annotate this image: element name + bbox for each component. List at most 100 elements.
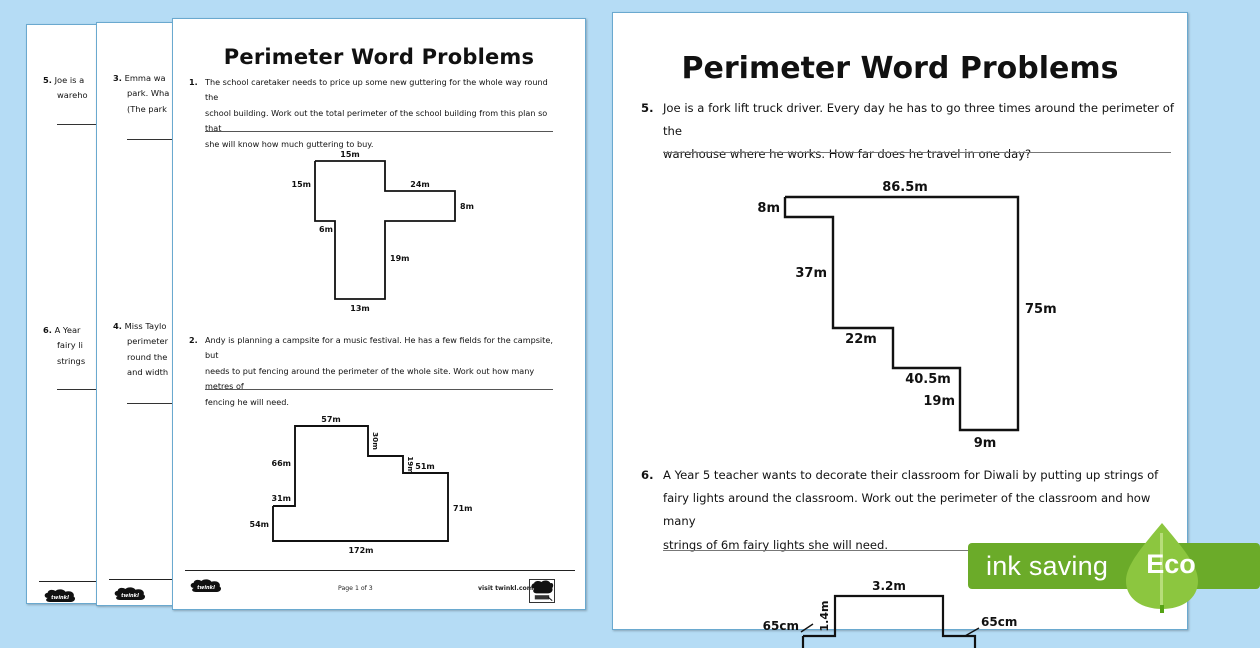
question-line: and width bbox=[127, 367, 169, 378]
label-left: 65cm bbox=[763, 619, 799, 633]
partial-page-left-body: 5. Joe is a wareho 6. A Year fairy li st… bbox=[37, 25, 163, 603]
question-number: 1. bbox=[189, 77, 198, 87]
question-line: fencing he will need. bbox=[205, 396, 289, 407]
page-number-label: Page 1 of 3 bbox=[338, 585, 373, 592]
leaf-icon bbox=[1118, 521, 1206, 613]
visit-url-label: visit twinkl.com bbox=[478, 585, 534, 592]
partial-question-5: 5. Joe is a wareho bbox=[43, 73, 88, 104]
label-step1: 30m bbox=[371, 432, 380, 450]
question-number: 5. bbox=[43, 75, 52, 85]
footer-rule bbox=[185, 570, 575, 571]
question-line: perimeter bbox=[127, 336, 169, 347]
question-1: 1. The school caretaker needs to price u… bbox=[189, 75, 553, 152]
question-line: she will know how much guttering to buy. bbox=[205, 138, 374, 149]
label-bottom: 172m bbox=[348, 546, 373, 555]
question-line: fairy li bbox=[57, 340, 83, 351]
label-top: 3.2m bbox=[872, 579, 906, 593]
label-left-ledge: 31m bbox=[272, 494, 291, 503]
question-2: 2. Andy is planning a campsite for a mus… bbox=[189, 333, 553, 410]
partial-question-6: 6. A Year fairy li strings bbox=[43, 323, 85, 369]
twinkl-badge bbox=[529, 579, 555, 603]
question-line: park. Wha bbox=[127, 88, 170, 99]
question-5: 5. Joe is a fork lift truck driver. Ever… bbox=[641, 97, 1175, 167]
answer-rule-5 bbox=[663, 152, 1171, 153]
label-right-end: 8m bbox=[460, 202, 474, 211]
svg-text:twinkl: twinkl bbox=[51, 595, 69, 601]
question-line: Emma wa bbox=[124, 73, 166, 83]
question-number: 6. bbox=[641, 468, 654, 482]
question-line: fairy lights around the classroom. Work … bbox=[663, 491, 1151, 529]
label-left-drop: 37m bbox=[795, 266, 827, 281]
question-line: warehouse where he works. How far does h… bbox=[663, 147, 1032, 162]
label-step-c: 19m bbox=[923, 394, 955, 409]
ink-saving-label: ink saving bbox=[986, 551, 1109, 581]
eco-label: Eco bbox=[1146, 549, 1196, 579]
question-number: 5. bbox=[641, 101, 654, 115]
label-left-short: 54m bbox=[250, 520, 269, 529]
footer-rule bbox=[39, 581, 101, 582]
label-bottom: 9m bbox=[974, 436, 997, 451]
question-line: strings of 6m fairy lights she will need… bbox=[663, 537, 889, 552]
label-bottom: 13m bbox=[350, 304, 369, 313]
ink-saving-eco-banner: ink saving Eco bbox=[968, 523, 1260, 613]
label-inner-right: 19m bbox=[390, 254, 409, 263]
svg-text:twinkl: twinkl bbox=[121, 593, 139, 599]
twinkl-logo: twinkl bbox=[189, 579, 223, 594]
eco-banner-bar bbox=[968, 543, 1260, 589]
label-left-tall: 66m bbox=[272, 459, 291, 468]
twinkl-logo: twinkl bbox=[43, 589, 77, 604]
label-step2: 19m bbox=[406, 456, 415, 474]
question-line: A Year bbox=[54, 325, 81, 335]
footer-rule bbox=[109, 579, 175, 580]
question-line: needs to put fencing around the perimete… bbox=[205, 365, 535, 392]
question-line: Joe is a fork lift truck driver. Every d… bbox=[663, 101, 1174, 139]
question-line: wareho bbox=[57, 90, 88, 101]
worksheet-page-2: Perimeter Word Problems 5. Joe is a fork… bbox=[612, 12, 1188, 648]
answer-rule-2 bbox=[205, 389, 553, 390]
label-right: 65cm bbox=[981, 615, 1017, 629]
answer-rule-1 bbox=[205, 131, 553, 132]
partial-page-left: 5. Joe is a wareho 6. A Year fairy li st… bbox=[26, 24, 115, 604]
answer-rule bbox=[57, 124, 115, 125]
label-left-notch: 8m bbox=[757, 201, 780, 216]
label-right-tall: 71m bbox=[453, 504, 472, 513]
page-title: Perimeter Word Problems bbox=[223, 45, 535, 69]
question-6: 6. A Year 5 teacher wants to decorate th… bbox=[641, 464, 1175, 557]
diagram-campsite-plan: 57m 30m 66m 19m 51m 31m 71m 54m 172m bbox=[243, 393, 503, 558]
label-top: 57m bbox=[321, 415, 340, 424]
question-line: (The park bbox=[127, 103, 167, 114]
label-top: 15m bbox=[340, 150, 359, 159]
partial-question-4: 4. Miss Taylo perimeter round the and wi… bbox=[113, 319, 168, 380]
label-step-b: 40.5m bbox=[905, 372, 951, 387]
label-riser: 1.4m bbox=[818, 601, 831, 632]
label-right-top: 24m bbox=[410, 180, 429, 189]
answer-rule bbox=[57, 389, 115, 390]
question-number: 6. bbox=[43, 325, 52, 335]
label-left-lower: 6m bbox=[319, 225, 333, 234]
label-step-a: 22m bbox=[845, 332, 877, 347]
answer-rule bbox=[127, 403, 189, 404]
question-number: 2. bbox=[189, 335, 198, 345]
question-line: strings bbox=[57, 355, 86, 366]
label-left-upper: 15m bbox=[292, 180, 311, 189]
diagram-warehouse-plan: 86.5m 8m 37m 22m 75m 40.5m 19m 9m bbox=[753, 165, 1113, 455]
screenshot-stage: 5. Joe is a wareho 6. A Year fairy li st… bbox=[26, 12, 1260, 648]
label-right-side: 75m bbox=[1025, 302, 1057, 317]
label-right-ledge: 51m bbox=[415, 462, 434, 471]
worksheet-page-1: Perimeter Word Problems 1. The school ca… bbox=[172, 18, 586, 610]
diagram-school-plan: 15m 15m 24m 8m 6m 19m 13m bbox=[273, 139, 503, 319]
label-top: 86.5m bbox=[882, 180, 928, 195]
answer-rule-6 bbox=[663, 550, 1171, 551]
question-line: round the bbox=[127, 351, 168, 362]
question-number: 4. bbox=[113, 321, 122, 331]
question-line: A Year 5 teacher wants to decorate their… bbox=[663, 468, 1159, 482]
answer-rule bbox=[127, 139, 189, 140]
svg-text:twinkl: twinkl bbox=[197, 585, 215, 591]
partial-page-middle: 3. Emma wa park. Wha (The park 4. Miss T… bbox=[96, 22, 189, 606]
question-line: Miss Taylo bbox=[124, 321, 167, 331]
question-line: Andy is planning a campsite for a music … bbox=[205, 335, 553, 361]
partial-question-3: 3. Emma wa park. Wha (The park bbox=[113, 71, 169, 117]
partial-page-middle-body: 3. Emma wa park. Wha (The park 4. Miss T… bbox=[107, 23, 237, 605]
question-number: 3. bbox=[113, 73, 122, 83]
question-line: The school caretaker needs to price up s… bbox=[205, 77, 548, 103]
